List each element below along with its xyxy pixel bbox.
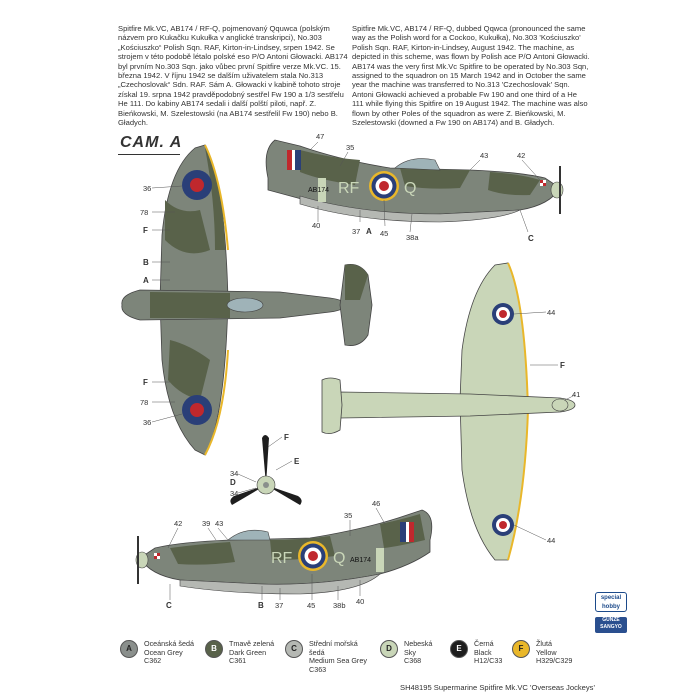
special-hobby-logo: special hobby xyxy=(595,592,627,614)
propeller-front-view xyxy=(230,435,302,505)
callout-label: 43 xyxy=(480,151,488,160)
callout-label: 45 xyxy=(307,601,315,610)
legend-cz: Oceánská šedá xyxy=(144,639,194,648)
side-view-right: RF Q AB174 xyxy=(265,139,564,223)
camouflage-label: CAM. A xyxy=(120,134,183,151)
description-czech: Spitfire Mk.VC, AB174 / RF-Q, pojmenovan… xyxy=(118,24,348,128)
camouflage-underline xyxy=(118,154,180,155)
callout-label: B xyxy=(258,601,264,610)
callout-label: B xyxy=(143,258,149,267)
callout-label: 35 xyxy=(344,511,352,520)
callout-label: 43 xyxy=(215,519,223,528)
callout-label: 42 xyxy=(517,151,525,160)
gunze-sangyo-logo: GUNZE SANGYO xyxy=(595,617,627,633)
serial-number: AB174 xyxy=(308,187,329,194)
callout-label: 34 xyxy=(230,469,238,478)
legend-code: C363 xyxy=(309,664,327,674)
plan-view-underside xyxy=(321,262,576,561)
callout-label: A xyxy=(143,276,149,285)
callout-label: 42 xyxy=(174,519,182,528)
legend-en: Yellow xyxy=(536,647,557,657)
legend-code: H12/C33 xyxy=(474,656,503,666)
product-caption: SH48195 Supermarine Spitfire Mk.VC 'Over… xyxy=(400,683,595,692)
callout-label: 78 xyxy=(140,208,148,217)
legend-code: C368 xyxy=(404,656,422,666)
callout-label: 46 xyxy=(372,499,380,508)
callout-label: E xyxy=(294,457,300,466)
legend-en: Ocean Grey xyxy=(144,647,183,657)
callout-label: D xyxy=(230,478,236,487)
callout-label: 36 xyxy=(143,184,151,193)
callout-label: 44 xyxy=(547,308,555,317)
callout-label: 40 xyxy=(312,221,320,230)
legend-cz: Žlutá xyxy=(536,639,552,648)
callout-label: 35 xyxy=(346,143,354,152)
callout-label: 78 xyxy=(140,398,148,407)
callout-label: F xyxy=(560,361,565,370)
callout-label: F xyxy=(284,433,289,442)
color-swatch-a: A xyxy=(120,640,138,658)
description-english: Spitfire Mk.VC, AB174 / RF-Q, dubbed Qqw… xyxy=(352,24,590,128)
code-letters-left-bottom: RF xyxy=(271,550,293,567)
callout-label: 40 xyxy=(356,597,364,606)
color-swatch-e: E xyxy=(450,640,468,658)
legend-cz: Tmavě zelená xyxy=(229,639,275,648)
color-swatch-f: F xyxy=(512,640,530,658)
callout-label: 38a xyxy=(406,233,419,242)
legend-en: Sky xyxy=(404,647,416,657)
callout-label: 34 xyxy=(230,489,238,498)
legend-code: C362 xyxy=(144,656,162,666)
color-swatch-b: B xyxy=(205,640,223,658)
plan-view-top xyxy=(121,144,373,456)
legend-cz: Nebeská xyxy=(404,639,433,648)
callout-label: 38b xyxy=(333,601,346,610)
color-swatch-c: C xyxy=(285,640,303,658)
callout-label: 39 xyxy=(202,519,210,528)
callout-label: 37 xyxy=(352,227,360,236)
callout-label: 41 xyxy=(572,390,580,399)
legend-code: C361 xyxy=(229,656,247,666)
callout-label: 45 xyxy=(380,229,388,238)
legend-en: Dark Green xyxy=(229,647,267,657)
callout-label: 36 xyxy=(143,418,151,427)
code-letter-right-bottom: Q xyxy=(333,550,345,567)
code-letter-right: Q xyxy=(404,180,416,197)
legend-code: H329/C329 xyxy=(536,656,573,666)
callout-label: C xyxy=(166,601,172,610)
callout-label: 47 xyxy=(316,132,324,141)
legend-cz: Černá xyxy=(474,639,494,648)
legend-cz: Střední mořská šedá xyxy=(309,639,358,657)
legend-en: Black xyxy=(474,647,492,657)
callout-label: 37 xyxy=(275,601,283,610)
serial-number-bottom: AB174 xyxy=(350,557,371,564)
color-swatch-d: D xyxy=(380,640,398,658)
callout-label: C xyxy=(528,234,534,243)
side-view-left: RF Q AB174 xyxy=(135,509,433,595)
legend-en: Medium Sea Grey xyxy=(309,656,367,666)
special-hobby-logo-text: special hobby xyxy=(595,592,627,612)
callouts: 47 35 43 42 40 37 A 45 38a C 36 78 F B A… xyxy=(140,132,580,610)
callout-label: F xyxy=(143,226,148,235)
callout-label: A xyxy=(366,227,372,236)
callout-label: F xyxy=(143,378,148,387)
callout-label: 44 xyxy=(547,536,555,545)
code-letters-left: RF xyxy=(338,180,360,197)
